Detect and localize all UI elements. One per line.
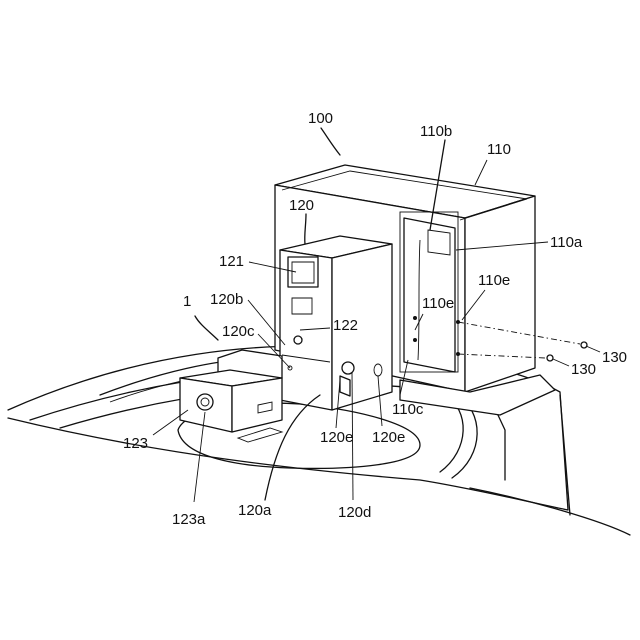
label-100: 100: [308, 110, 333, 127]
label-110: 110: [487, 141, 511, 158]
label-110b: 110b: [420, 123, 452, 140]
label-120b: 120b: [210, 291, 243, 308]
label-123a: 123a: [172, 511, 206, 528]
label-120d: 120d: [338, 504, 371, 521]
label-121: 121: [219, 253, 244, 270]
label-120e-right: 120e: [372, 429, 405, 446]
label-110c: 110c: [392, 401, 424, 418]
label-123: 123: [123, 435, 148, 452]
label-120a: 120a: [238, 502, 272, 519]
label-110e-lower: 110e: [422, 295, 454, 312]
label-122: 122: [333, 317, 358, 334]
label-130-upper: 130: [602, 349, 627, 366]
label-1: 1: [183, 293, 191, 310]
label-110e-upper: 110e: [478, 272, 510, 289]
label-120: 120: [289, 197, 314, 214]
drawer-123: [180, 350, 282, 442]
label-120e-left: 120e: [320, 429, 353, 446]
label-120c: 120c: [222, 323, 255, 340]
label-110a: 110a: [550, 234, 583, 251]
label-130-lower: 130: [571, 361, 596, 378]
